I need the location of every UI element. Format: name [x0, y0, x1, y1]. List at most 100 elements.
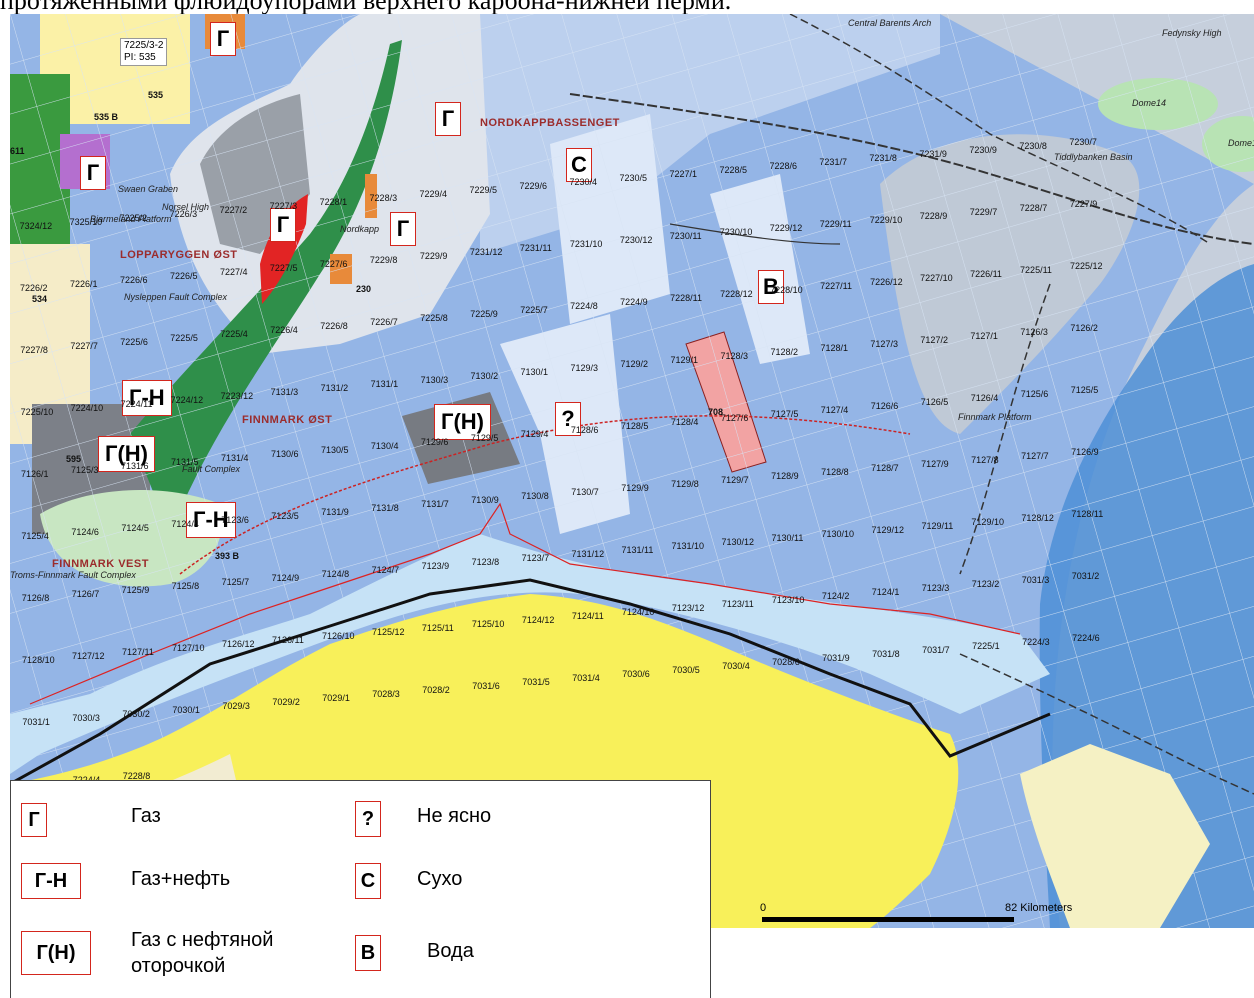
block-label: 7129/1	[670, 355, 699, 366]
block-label: 7128/4	[670, 417, 699, 428]
block-label: 7126/2	[1070, 322, 1098, 333]
map-panel[interactable]: Г Г Г Г Г С В ? Г-Н Г-Н Г(Н) Г(Н) 7225/3…	[10, 14, 1254, 928]
block-label: 7031/4	[572, 673, 600, 684]
page-caption: протяженными флюидоупорами верхнего карб…	[0, 0, 1254, 14]
block-label: 7129/6	[420, 437, 449, 448]
block-label: 7125/10	[471, 619, 505, 630]
block-label: 7129/3	[570, 363, 599, 374]
licence-number: 595	[66, 454, 82, 464]
marker-gas-center[interactable]: Г	[435, 102, 461, 136]
licence-number: 393 B	[215, 551, 240, 561]
legend-label-unclear: Не ясно	[417, 805, 492, 827]
block-label: 7225/8	[420, 313, 448, 324]
block-label: 7128/6	[570, 425, 599, 436]
block-label: 7127/10	[172, 643, 205, 654]
legend-label-gas: Газ	[131, 805, 161, 827]
marker-gas-oilrim-2[interactable]: Г(Н)	[98, 436, 156, 472]
block-label: 7227/3	[269, 201, 298, 212]
block-label: 7123/6	[221, 515, 249, 526]
block-label: 7130/2	[470, 371, 499, 382]
block-label: 7030/1	[172, 705, 200, 716]
legend-symbol-water: В	[355, 935, 381, 971]
block-label: 7231/9	[919, 148, 947, 159]
marker-unclear[interactable]: ?	[555, 402, 581, 436]
block-label: 7127/5	[770, 409, 799, 420]
block-label: 7124/2	[821, 591, 850, 602]
label-dome1: Dome1	[1228, 138, 1254, 148]
block-label: 7031/8	[872, 649, 900, 659]
block-label: 7125/8	[171, 581, 200, 592]
block-label: 7225/4	[220, 329, 248, 340]
block-label: 7225/1	[972, 640, 1000, 651]
block-label: 7126/10	[321, 631, 355, 642]
licence-info-line2: PI: 535	[124, 52, 156, 63]
block-label: 7029/3	[222, 701, 250, 712]
block-label: 7124/9	[271, 573, 300, 584]
block-label: 7131/8	[371, 503, 399, 514]
block-label: 7130/8	[521, 491, 549, 502]
block-label: 7128/11	[1071, 508, 1104, 519]
block-label: 7228/8	[122, 771, 151, 782]
block-label: 7129/9	[621, 483, 649, 494]
marker-gas-oil-2[interactable]: Г-Н	[186, 502, 236, 538]
licence-number: 535 B	[94, 112, 119, 122]
licence-info-box: 7225/3-2 PI: 535	[120, 38, 168, 66]
block-label: 7123/10	[771, 595, 805, 606]
block-label: 7131/3	[270, 387, 299, 398]
marker-gas-top[interactable]: Г	[210, 22, 236, 56]
block-label: 7227/4	[219, 267, 248, 278]
block-label: 7126/9	[1071, 446, 1099, 457]
block-label: 7130/12	[721, 537, 755, 548]
marker-gas-west[interactable]: Г	[80, 156, 106, 190]
border-line	[10, 578, 1051, 786]
block-label: 7224/11	[120, 399, 153, 410]
block-label: 7130/9	[471, 495, 499, 506]
legend-symbol-dry: С	[355, 863, 381, 899]
block-label: 7229/10	[869, 215, 903, 225]
block-label: 7124/4	[171, 519, 199, 530]
marker-gas-oilrim-1[interactable]: Г(Н)	[434, 404, 492, 440]
block-label: 7131/6	[120, 461, 149, 472]
block-label: 7225/12	[1070, 260, 1103, 271]
block-label: 7229/6	[519, 181, 548, 192]
block-label: 7126/5	[920, 396, 949, 407]
marker-water[interactable]: В	[758, 270, 784, 304]
block-label: 7227/6	[319, 259, 348, 270]
block-label: 7125/3	[71, 465, 99, 476]
fault-line	[179, 415, 911, 575]
marker-gas-oil-1[interactable]: Г-Н	[122, 380, 172, 416]
block-label: 7228/12	[720, 289, 753, 300]
block-label: 7127/1	[970, 330, 998, 341]
block-label: 7127/9	[921, 458, 949, 469]
block-label: 7123/2	[971, 578, 1000, 589]
label-fault-complex: Fault Complex	[182, 464, 241, 474]
label-nordkapp: Nordkapp	[340, 224, 380, 234]
licence-number: 230	[356, 284, 372, 294]
block-label: 7131/7	[421, 499, 449, 510]
trend-line-2	[789, 14, 1211, 245]
trend-line-3	[959, 283, 1051, 575]
block-label: 7124/7	[371, 565, 400, 576]
block-label: 7129/7	[721, 475, 749, 486]
block-label: 7127/3	[870, 339, 898, 349]
block-label: 7226/6	[119, 275, 148, 286]
block-label: 7227/1	[669, 169, 697, 180]
block-label: 7129/4	[520, 429, 549, 440]
block-label: 7131/11	[621, 545, 654, 556]
block-label: 7228/11	[670, 293, 703, 304]
block-label: 7325/10	[69, 217, 103, 228]
block-label: 7130/6	[270, 449, 299, 460]
marker-gas-nordkapp[interactable]: Г	[390, 212, 416, 246]
block-label: 7225/10	[20, 407, 54, 418]
block-label: 7123/8	[471, 557, 500, 568]
block-label: 7031/1	[22, 717, 50, 728]
marker-dry[interactable]: С	[566, 148, 592, 182]
area-finnmark-vest: FINNMARK VEST	[52, 558, 149, 570]
block-label: 7129/8	[671, 479, 699, 490]
block-label: 7031/5	[522, 677, 550, 688]
marker-gas-red[interactable]: Г	[270, 208, 296, 242]
block-label: 7031/6	[472, 681, 500, 692]
trend-line-4	[959, 653, 1254, 795]
licence-number: 708	[708, 407, 724, 417]
block-label: 7124/1	[871, 587, 900, 597]
